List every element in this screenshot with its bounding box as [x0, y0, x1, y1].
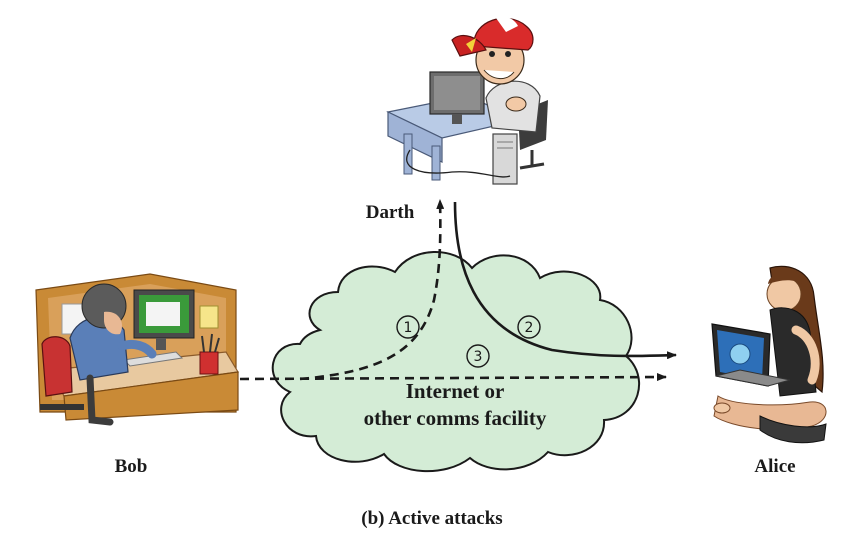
step-number-3: 3	[474, 349, 483, 365]
bob-label: Bob	[115, 456, 148, 477]
arrow-bob-to-darth-1	[299, 199, 445, 381]
step-marker-2: 2	[517, 315, 541, 339]
arrow-darth-to-alice-2	[453, 201, 677, 360]
internet-cloud	[271, 251, 641, 473]
figure-caption: (b) Active attacks	[361, 508, 502, 529]
step-marker-1: 1	[396, 315, 420, 339]
step-number-1: 1	[404, 320, 413, 336]
cloud-shape	[271, 251, 641, 473]
cloud-label-line2: other comms facility	[364, 406, 547, 430]
step-marker-3: 3	[466, 344, 490, 368]
message-arrows	[239, 199, 677, 382]
alice-label: Alice	[754, 456, 795, 477]
darth-label: Darth	[366, 202, 415, 223]
arrow-bob-to-alice-3	[239, 373, 667, 382]
darth-illustration	[386, 16, 548, 185]
bob-illustration	[35, 273, 239, 426]
step-number-2: 2	[525, 320, 534, 336]
cloud-label-line1: Internet or	[406, 379, 505, 403]
alice-illustration	[711, 265, 827, 444]
